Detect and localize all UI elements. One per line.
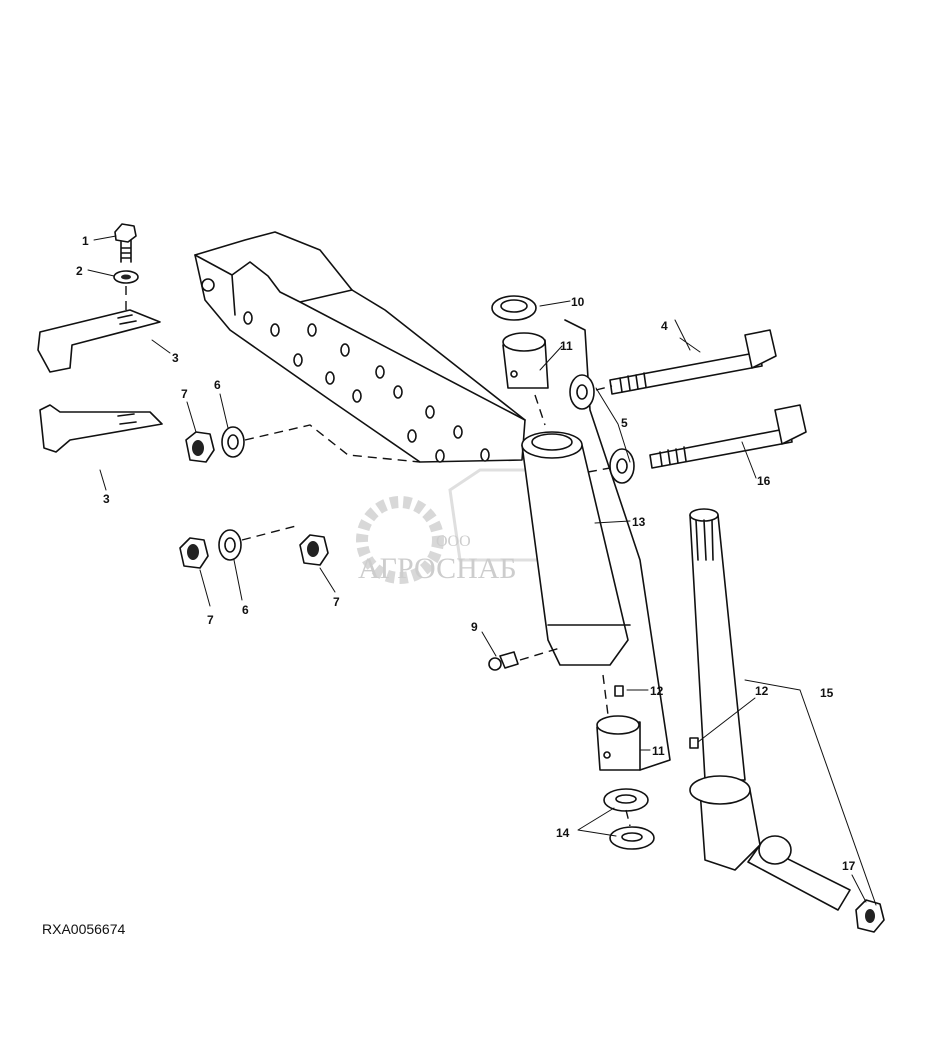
callout-5: 5: [621, 416, 628, 430]
callout-6-lower: 6: [242, 603, 249, 617]
grease-fitting-part-9: [488, 651, 519, 671]
washer-part-5-lower: [609, 448, 635, 484]
pivot-tube-part-13: [521, 319, 671, 771]
bushing-part-11-lower: [596, 715, 641, 771]
callout-16: 16: [757, 474, 771, 488]
callout-7-lower-left: 7: [207, 613, 214, 627]
thrust-washer-part-14-lower: [609, 826, 655, 850]
callout-17: 17: [842, 859, 856, 873]
callout-4: 4: [661, 319, 668, 333]
callout-7-lower-mid: 7: [333, 595, 340, 609]
callout-13: 13: [632, 515, 646, 529]
callout-12-center: 12: [650, 684, 664, 698]
leader-lines: [87, 235, 877, 906]
beam-holes: [243, 311, 490, 463]
thrust-washer-part-14-upper: [603, 788, 649, 812]
callout-11-lower: 11: [652, 744, 665, 758]
plug-part-12-right: [689, 737, 699, 749]
bracket-part-3-upper: [37, 309, 161, 373]
callout-3-lower: 3: [103, 492, 110, 506]
watermark-brand: АГРОСНАБ: [358, 552, 517, 585]
callout-15: 15: [820, 686, 834, 700]
callout-1: 1: [82, 234, 89, 248]
callouts: 1 2 3 3 4 5 6 7 16 10 11 13 7 6 7 9 12 1…: [76, 234, 856, 873]
watermark-logo: ООО АГРОСНАБ: [356, 468, 592, 585]
washer-part-6-lower: [218, 529, 242, 561]
spindle-part-15: [689, 508, 851, 911]
bracket-part-3-lower: [39, 404, 163, 453]
washer-part-5-upper: [569, 374, 595, 410]
callout-2: 2: [76, 264, 83, 278]
callout-12-right: 12: [755, 684, 769, 698]
plug-part-12-center: [614, 685, 624, 697]
callout-9: 9: [471, 620, 478, 634]
watermark-prefix: ООО: [436, 533, 471, 550]
callout-3-upper: 3: [172, 351, 179, 365]
callout-14: 14: [556, 826, 570, 840]
washer-part-6-upper: [221, 426, 245, 458]
washer-part-2: [113, 270, 139, 284]
axle-beam: [194, 231, 526, 463]
bolt-part-16: [649, 404, 807, 469]
diagram-code: RXA0056674: [42, 921, 126, 937]
nut-part-17: [855, 899, 885, 933]
callout-10: 10: [571, 295, 585, 309]
callout-7-upper: 7: [181, 387, 188, 401]
washer-part-10: [491, 295, 537, 321]
bolt-part-4: [609, 329, 777, 395]
nut-part-7-lower-mid: [299, 534, 329, 566]
callout-11-upper: 11: [560, 339, 573, 353]
nut-part-7-lower-left: [179, 537, 209, 569]
callout-6-upper: 6: [214, 378, 221, 392]
nut-part-7-upper: [185, 431, 215, 463]
bushing-part-11-upper: [502, 332, 549, 389]
bolt-part-1: [114, 223, 137, 263]
